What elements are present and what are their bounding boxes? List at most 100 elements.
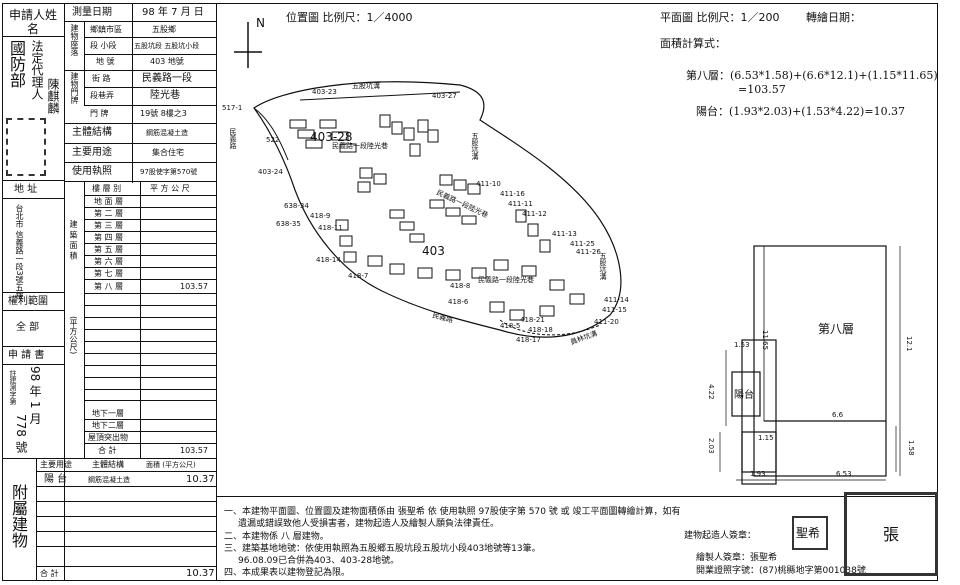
divider — [36, 486, 216, 487]
divider — [132, 3, 133, 183]
seal-text: 聖希 — [796, 526, 821, 540]
annex-area: 10.37 — [186, 474, 215, 485]
floor-area: 103.57 — [180, 282, 208, 291]
divider — [64, 123, 216, 124]
map-label: 411-16 — [500, 190, 525, 198]
structure-value: 鋼筋混凝土造 — [146, 129, 188, 137]
dim-6-53: 6.53 — [836, 470, 852, 478]
floor-name: 屋頂突出物 — [88, 433, 128, 442]
map-label: 411-10 — [476, 180, 501, 188]
map-label: 403-23 — [312, 88, 337, 96]
structure-label: 主體結構 — [72, 127, 112, 138]
annex-label: 附屬建物 — [9, 484, 28, 548]
seal-stamp-left — [6, 118, 46, 176]
map-label: 418-11 — [318, 224, 343, 232]
map-label: 418-8 — [450, 282, 471, 290]
note-line: 96.08.09已合併為403、403-28地號。 — [238, 556, 400, 566]
note-line: 四、本成果表以建物登記為限。 — [224, 568, 351, 578]
drawer-signature-label: 繪製人簽章：張聖希 — [696, 553, 778, 563]
divider — [84, 181, 85, 458]
map-label: 民義路一段陸光巷 — [478, 276, 534, 284]
map-label: 517-1 — [222, 104, 243, 112]
divider — [84, 400, 216, 401]
divider — [84, 305, 216, 306]
township-label: 鄉鎮市區 — [90, 25, 122, 34]
divider — [84, 195, 216, 196]
map-label: 民義路 — [229, 128, 237, 149]
area-header: 平 方 公 尺 — [150, 184, 190, 193]
app-doc-label: 申 請 書 — [8, 350, 45, 361]
lot-label: 地 號 — [96, 57, 115, 66]
divider — [84, 219, 216, 220]
divider — [36, 531, 216, 532]
divider — [36, 458, 37, 581]
map-label: 411-12 — [522, 210, 547, 218]
dim-2-03: 2.03 — [707, 438, 715, 454]
drawer-seal-stamp: 聖希 — [792, 516, 828, 550]
divider — [64, 162, 216, 163]
note-line: 一、本建物平面圖、位置圖及建物面積係由 張聖希 依 使用執照 97股使字第 57… — [224, 507, 681, 517]
divider — [84, 329, 216, 330]
app-doc-side: 註建測字第 — [9, 370, 17, 405]
north-label: N — [256, 16, 265, 30]
floor-name: 第 五 層 — [94, 245, 124, 254]
annex-total-label: 合 計 — [40, 569, 59, 578]
divider — [84, 293, 216, 294]
divider — [64, 70, 216, 71]
number-label: 門 牌 — [90, 109, 109, 118]
map-label: 411-13 — [552, 230, 577, 238]
map-label: 418-9 — [310, 212, 331, 220]
calc-line1b: =103.57 — [738, 83, 786, 96]
divider — [2, 292, 64, 293]
divider — [84, 341, 216, 342]
dim-4-22: 4.22 — [707, 384, 715, 400]
map-label: 638-34 — [284, 202, 309, 210]
divider — [84, 87, 216, 88]
door-label: 建物門牌 — [70, 72, 79, 104]
area-side-label: 建 築 面 積 — [69, 220, 78, 260]
divider — [216, 3, 217, 581]
dim-1-53: 1.53 — [734, 341, 750, 349]
survey-date-value: 98 年 7 月 日 — [142, 7, 204, 18]
rights-value: 全 部 — [16, 322, 40, 333]
divider — [2, 36, 64, 37]
map-label: 411-11 — [508, 200, 533, 208]
building-loc-label: 建物座落 — [70, 24, 79, 56]
legal-rep-label: 法定代理人 — [30, 40, 44, 100]
divider — [2, 364, 64, 365]
rights-label: 權利範圍 — [8, 296, 48, 307]
floor-plan-drawing — [719, 245, 901, 485]
dim-1-58: 1.58 — [907, 440, 915, 456]
map-label: 411-20 — [594, 318, 619, 326]
annex-total: 10.37 — [186, 568, 215, 579]
map-label: 五股坑溝 — [471, 132, 479, 160]
applicant-label: 申請人姓名 — [8, 8, 57, 36]
floor-name: 第 七 層 — [94, 269, 124, 278]
dim-12-1: 12.1 — [905, 336, 913, 352]
permit-label: 使用執照 — [72, 166, 112, 177]
divider — [84, 377, 216, 378]
divider — [2, 458, 216, 459]
note-line: 二、本建物係 八 層建物。 — [224, 532, 329, 542]
total-value: 103.57 — [180, 446, 208, 455]
divider — [84, 365, 216, 366]
divider — [84, 389, 216, 390]
calc-line1: 第八層：(6.53*1.58)+(6.6*12.1)+(1.15*11.65) — [686, 69, 938, 82]
unit-side-label: (平方公尺) — [69, 316, 78, 355]
divider — [84, 231, 216, 232]
divider — [84, 21, 85, 105]
floor-name: 第 二 層 — [94, 209, 124, 218]
divider — [84, 443, 216, 444]
room-label: 第八層 — [818, 322, 855, 336]
divider — [64, 3, 65, 581]
divider — [84, 267, 216, 268]
dim-11-65: 11.65 — [761, 330, 769, 351]
section-label: 段 小段 — [90, 41, 117, 50]
license-label: 開業證照字號：(87)桃縣地字第001038號 — [696, 566, 866, 576]
app-doc-year: 98 年 1 月 — [28, 366, 42, 425]
rep-name: 陳麒麟 — [46, 78, 60, 114]
map-label: 418-7 — [348, 272, 369, 280]
floor-name: 第 八 層 — [94, 282, 124, 291]
north-arrow-icon — [234, 22, 262, 68]
divider — [36, 471, 216, 472]
